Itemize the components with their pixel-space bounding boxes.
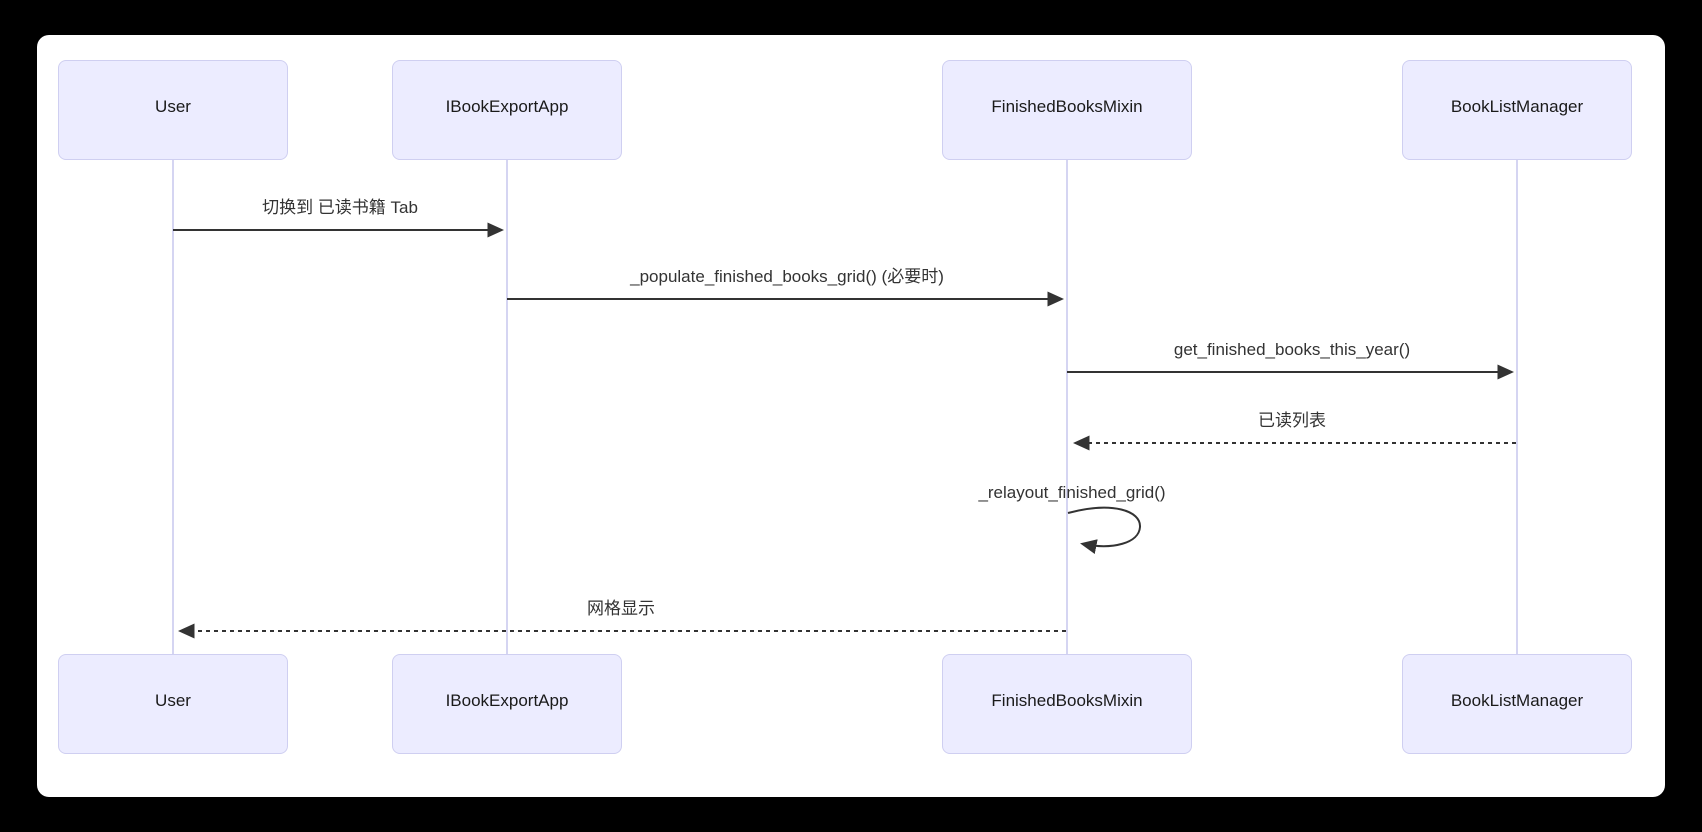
actor-label: User [155, 691, 191, 710]
message-label-2: _populate_finished_books_grid() (必要时) [630, 267, 944, 286]
message-label-1: 切换到 已读书籍 Tab [262, 198, 418, 217]
message-arrow-5-selfloop [1067, 506, 1142, 554]
actor-bottom-ibookexportapp: IBookExportApp [392, 654, 622, 754]
message-label-5: _relayout_finished_grid() [978, 483, 1166, 502]
lifeline-user [172, 160, 174, 654]
actor-bottom-user: User [58, 654, 288, 754]
actor-label: FinishedBooksMixin [991, 97, 1143, 116]
lifeline-booklistmanager [1516, 160, 1518, 654]
actor-bottom-finishedbooksmixin: FinishedBooksMixin [942, 654, 1192, 754]
lifeline-finishedbooksmixin [1066, 160, 1068, 654]
actor-label: BookListManager [1450, 691, 1584, 710]
actor-bottom-booklistmanager: BookListManager [1402, 654, 1632, 754]
actor-label: User [155, 97, 191, 116]
actor-label: BookListManager [1450, 97, 1584, 116]
diagram-canvas: User IBookExportApp FinishedBooksMixin B… [37, 35, 1665, 797]
actor-label: FinishedBooksMixin [991, 691, 1143, 710]
actor-label: IBookExportApp [445, 97, 569, 116]
actor-label: IBookExportApp [445, 691, 569, 710]
actor-top-finishedbooksmixin: FinishedBooksMixin [942, 60, 1192, 160]
lifeline-ibookexportapp [506, 160, 508, 654]
message-label-4: 已读列表 [1258, 411, 1326, 430]
actor-top-user: User [58, 60, 288, 160]
actor-top-ibookexportapp: IBookExportApp [392, 60, 622, 160]
message-label-3: get_finished_books_this_year() [1173, 340, 1411, 359]
message-label-6: 网格显示 [587, 599, 655, 618]
actor-top-booklistmanager: BookListManager [1402, 60, 1632, 160]
